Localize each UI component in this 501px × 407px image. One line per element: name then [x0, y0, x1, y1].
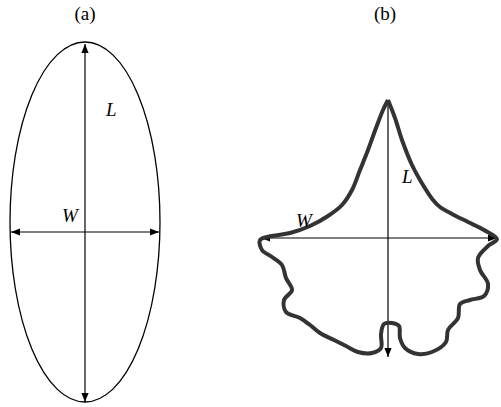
ivy-leaf: LW: [255, 95, 501, 360]
ellipse-leaf: LW: [7, 40, 163, 406]
width-arrow: [11, 231, 159, 232]
dimension-letter: L: [106, 100, 117, 119]
leaf-outline: [259, 100, 497, 354]
width-arrow: [261, 237, 497, 238]
leaf-outline: [255, 95, 501, 360]
length-arrow: [387, 102, 388, 357]
dimension-letter: L: [402, 167, 413, 186]
panel-label: (a): [74, 4, 95, 23]
ellipse-outline: [10, 42, 160, 402]
length-arrow: [84, 44, 85, 402]
leaf-outline: [7, 40, 163, 406]
dimension-letter: W: [296, 211, 312, 230]
panel-label: (b): [374, 4, 396, 23]
dimension-letter: W: [62, 206, 78, 225]
